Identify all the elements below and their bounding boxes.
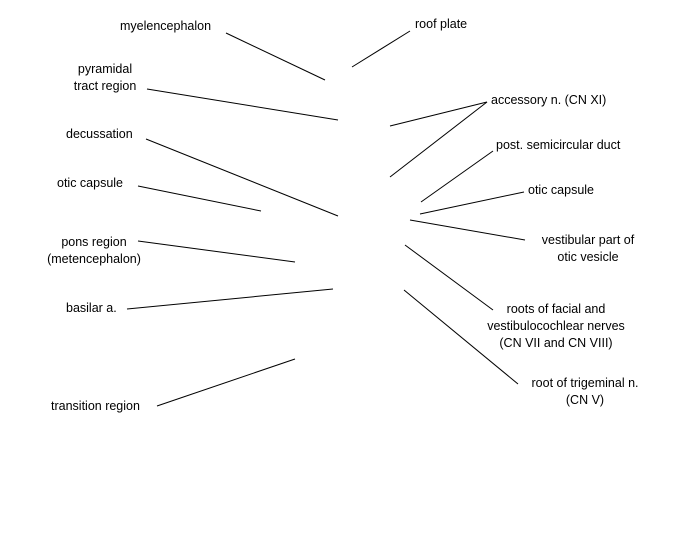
- leader-pyramidal-tract: [146, 88, 339, 121]
- label-line: (CN VII and CN VIII): [499, 336, 613, 350]
- label-facial-vestibulocochlear-roots: roots of facial and vestibulocochlear ne…: [468, 301, 644, 352]
- label-line: root of trigeminal n.: [531, 376, 639, 390]
- label-myelencephalon: myelencephalon: [120, 19, 212, 33]
- label-line: vestibular part of: [541, 233, 635, 247]
- label-line: (CN V): [565, 393, 605, 407]
- leader-semicircular-duct: [420, 150, 494, 203]
- label-otic-capsule-right: otic capsule: [528, 183, 595, 197]
- label-post-semicircular-duct: post. semicircular duct: [496, 138, 621, 152]
- leader-roof-plate: [351, 30, 411, 68]
- label-line: vestibulocochlear nerves: [487, 319, 625, 333]
- label-line: pyramidal: [77, 62, 133, 76]
- label-line: tract region: [73, 79, 137, 93]
- label-vestibular-part: vestibular part of otic vesicle: [520, 232, 656, 266]
- leader-accessory-lower: [389, 101, 488, 178]
- leader-trigeminal-root: [403, 289, 519, 385]
- leader-decussation: [145, 138, 339, 217]
- leader-pons-region: [137, 240, 296, 263]
- label-line: pons region: [61, 235, 127, 249]
- label-decussation: decussation: [66, 127, 133, 141]
- leader-accessory-upper: [389, 101, 488, 127]
- label-accessory-nerve: accessory n. (CN XI): [491, 93, 607, 107]
- label-pyramidal-tract-region: pyramidal tract region: [56, 61, 154, 95]
- label-trigeminal-root: root of trigeminal n. (CN V): [515, 375, 655, 409]
- label-line: roots of facial and: [506, 302, 606, 316]
- leader-facial-roots: [404, 244, 494, 311]
- leader-myelencephalon: [225, 32, 326, 81]
- label-roof-plate: roof plate: [415, 17, 468, 31]
- leader-otic-capsule-right: [419, 191, 525, 215]
- leader-transition-region: [156, 358, 296, 407]
- label-line: (metencephalon): [47, 252, 141, 266]
- leader-otic-capsule-left: [137, 185, 262, 212]
- leader-basilar-artery: [126, 288, 334, 310]
- label-line: otic vesicle: [557, 250, 619, 264]
- label-basilar-artery: basilar a.: [66, 301, 117, 315]
- label-pons-region: pons region (metencephalon): [32, 234, 156, 268]
- label-transition-region: transition region: [51, 399, 140, 413]
- leader-vestibular-part: [409, 219, 526, 241]
- label-otic-capsule-left: otic capsule: [57, 176, 124, 190]
